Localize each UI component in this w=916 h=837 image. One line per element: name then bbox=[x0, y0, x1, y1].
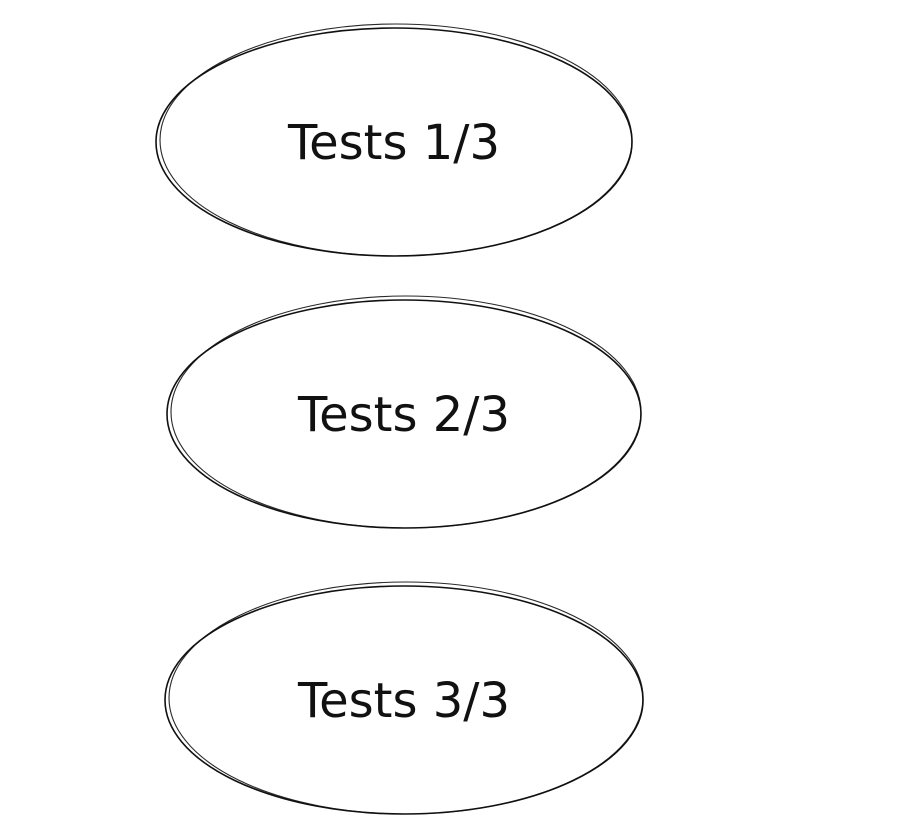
ellipse-node-tests-1-outline-sketch bbox=[159, 23, 633, 257]
ellipse-node-tests-3-outline-sketch bbox=[168, 581, 644, 815]
node-label-tests-1: Tests 1/3 bbox=[287, 115, 500, 171]
ellipse-node-tests-1[interactable]: Tests 1/3 bbox=[155, 23, 633, 257]
ellipse-node-tests-2[interactable]: Tests 2/3 bbox=[166, 295, 642, 529]
node-label-tests-3: Tests 3/3 bbox=[297, 673, 510, 729]
ellipse-node-tests-2-outline-sketch bbox=[170, 295, 642, 529]
node-label-tests-2: Tests 2/3 bbox=[297, 387, 510, 443]
ellipse-node-tests-3[interactable]: Tests 3/3 bbox=[164, 581, 644, 815]
